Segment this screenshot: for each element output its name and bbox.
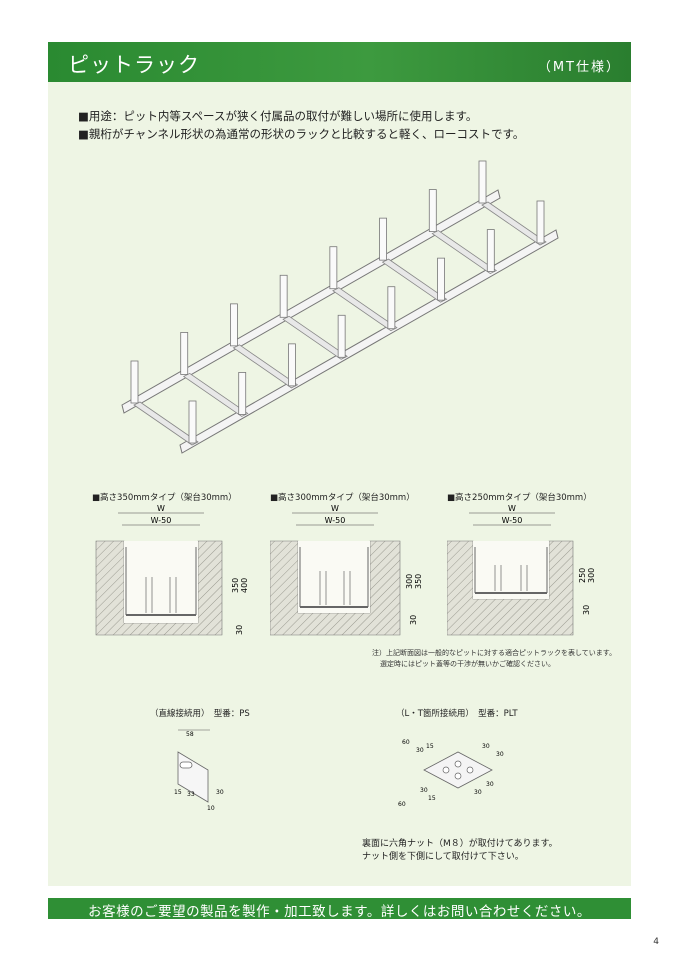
w50-label: W-50 <box>502 516 523 525</box>
rack-post <box>379 217 387 261</box>
w-label: W <box>331 504 339 513</box>
rack-rung <box>133 401 199 446</box>
content-panel <box>48 82 631 886</box>
rack-post <box>486 229 495 272</box>
plt-dim-30f: 30 <box>486 781 494 788</box>
rack-post <box>478 160 487 204</box>
dim-a: 250 <box>578 568 587 583</box>
plt-dim-30c: 30 <box>496 751 504 758</box>
dim-b: 300 <box>587 568 596 583</box>
dim-c: 30 <box>409 615 418 625</box>
rack-post <box>536 200 545 244</box>
rack-post <box>428 189 437 232</box>
w-label: W <box>157 504 165 513</box>
nut-note-line-2: ナット側を下側にして取付けて下さい。 <box>362 852 524 862</box>
ps-dim-33: 33 <box>187 791 195 798</box>
footer-text: お客様のご要望の製品を製作・加工致します。詳しくはお問い合わせください。 <box>88 904 591 920</box>
plt-dim-30a: 30 <box>416 747 424 754</box>
rack-post <box>238 372 247 415</box>
ps-label: （直線接続用） 型番：PS <box>150 709 250 719</box>
rack-post <box>288 343 296 387</box>
type-300-label: ■高さ300mmタイプ（架台30mm） <box>270 493 415 503</box>
header-bar: ピットラック （MT仕様） <box>48 42 631 82</box>
rack-post <box>279 274 288 318</box>
plt-dim-30d: 30 <box>420 787 428 794</box>
ps-dim-30: 30 <box>216 789 224 796</box>
dim-a: 300 <box>405 574 414 589</box>
w-label: W <box>508 504 516 513</box>
rack-post <box>230 303 238 347</box>
footer-bar: お客様のご要望の製品を製作・加工致します。詳しくはお問い合わせください。 <box>48 898 631 920</box>
ps-fitting-drawing: 58 15 33 30 10 <box>174 729 224 812</box>
ps-dim-58: 58 <box>186 731 194 738</box>
plt-dim-15a: 15 <box>426 743 434 750</box>
w50-label: W-50 <box>151 516 172 525</box>
ps-dim-15: 15 <box>174 789 182 796</box>
rack-post <box>188 400 197 444</box>
type-250-label: ■高さ250mmタイプ（架台30mm） <box>447 493 592 503</box>
rack-post <box>130 360 139 404</box>
note-line-1: 注）上記断面図は一般的なピットに対する適合ピットラックを表しています。 <box>372 649 617 657</box>
spec-label: （MT仕様） <box>537 60 621 75</box>
section-300: W W-50 300 350 30 <box>270 504 423 636</box>
rack-post <box>180 332 189 375</box>
usage-bullet: ■用途：ピット内等スペースが狭く付属品の取付が難しい場所に使用します。 <box>78 109 478 123</box>
w50-label: W-50 <box>325 516 346 525</box>
rack-illustration <box>121 160 559 454</box>
plt-dim-30b: 30 <box>482 743 490 750</box>
rack-post <box>329 246 338 290</box>
plt-dim-30e: 30 <box>474 789 482 796</box>
dim-b: 350 <box>414 574 423 589</box>
feature-bullet: ■親桁がチャンネル形状の為通常の形状のラックと比較すると軽く、ローコストです。 <box>78 127 525 141</box>
dim-b: 400 <box>240 578 249 593</box>
page-title: ピットラック <box>68 53 200 77</box>
ps-dim-10: 10 <box>207 805 215 812</box>
page-number: 4 <box>653 937 659 947</box>
type-350-label: ■高さ350mmタイプ（架台30mm） <box>92 493 237 503</box>
dim-c: 30 <box>582 605 591 615</box>
rack-post <box>387 286 396 330</box>
rack-post <box>337 314 346 358</box>
note-line-2: 選定時にはピット蓋等の干渉が無いかご確認ください。 <box>380 660 555 668</box>
section-250: W W-50 250 300 30 <box>447 504 596 636</box>
nut-note-line-1: 裏面に六角ナット（M８）が取付けてあります。 <box>362 839 558 849</box>
plt-dim-60b: 60 <box>398 801 406 808</box>
plt-fitting-drawing: 60 15 30 30 30 60 15 30 30 30 <box>398 739 504 808</box>
plt-dim-15b: 15 <box>428 795 436 802</box>
rack-post <box>437 257 445 301</box>
plt-dim-60a: 60 <box>402 739 410 746</box>
dim-c: 30 <box>235 625 244 635</box>
plt-label: （L・T箇所接続用） 型番：PLT <box>396 709 518 719</box>
section-350: W W-50 350 400 30 <box>95 504 249 636</box>
dim-a: 350 <box>231 578 240 593</box>
